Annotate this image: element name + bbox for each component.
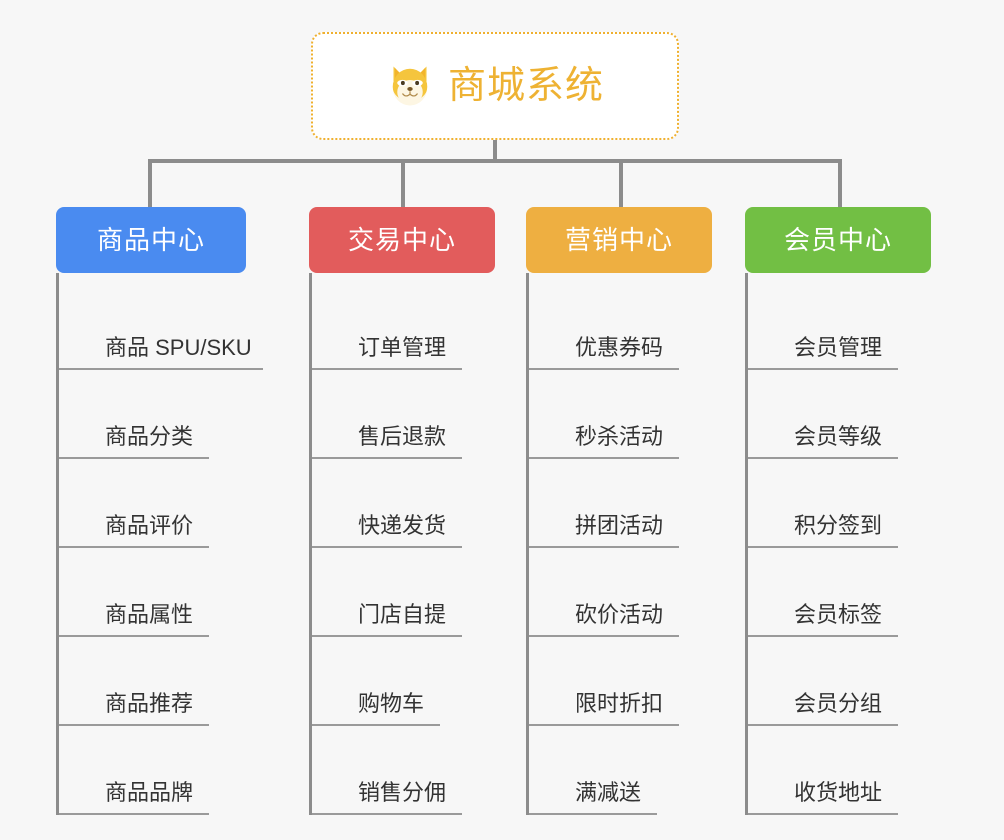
leaf-label: 满减送	[575, 779, 642, 805]
leaf-label: 会员管理	[794, 334, 883, 360]
leaf-label: 会员等级	[794, 423, 883, 449]
leaf-underline	[529, 724, 679, 726]
leaf-item[interactable]: 销售分佣	[312, 726, 495, 815]
leaf-label: 拼团活动	[575, 512, 664, 538]
leaf-label: 快递发货	[358, 512, 447, 538]
leaf-label: 销售分佣	[358, 779, 447, 805]
leaf-label: 售后退款	[358, 423, 447, 449]
leaf-label: 会员分组	[794, 690, 883, 716]
leaf-underline	[312, 635, 462, 637]
category-box-2[interactable]: 营销中心	[526, 207, 712, 273]
leaf-label: 会员标签	[794, 601, 883, 627]
leaf-label: 商品分类	[105, 423, 194, 449]
leaf-item[interactable]: 商品品牌	[59, 726, 246, 815]
category-label-3: 会员中心	[783, 225, 892, 255]
leaf-label: 商品评价	[105, 512, 194, 538]
leaf-underline	[748, 546, 898, 548]
connector-root-stem	[493, 140, 497, 162]
leaf-underline	[748, 813, 898, 815]
leaf-underline	[748, 368, 898, 370]
root-node-shop-system[interactable]: 商城系统	[311, 32, 679, 140]
connector-drop-branch-2	[619, 159, 623, 207]
leaf-underline	[59, 635, 209, 637]
leaf-item[interactable]: 积分签到	[748, 459, 931, 548]
leaf-label: 优惠券码	[575, 334, 664, 360]
branch-member-center: 会员中心 会员管理 会员等级 积分签到 会员标签 会员分组	[745, 207, 931, 815]
leaf-item[interactable]: 门店自提	[312, 548, 495, 637]
connector-drop-branch-0	[148, 159, 152, 207]
category-box-3[interactable]: 会员中心	[745, 207, 931, 273]
leaf-list-0: 商品 SPU/SKU 商品分类 商品评价 商品属性 商品推荐 商品品牌	[56, 273, 263, 815]
leaf-item[interactable]: 售后退款	[312, 370, 495, 459]
leaf-item[interactable]: 砍价活动	[529, 548, 712, 637]
leaf-label: 商品品牌	[105, 779, 194, 805]
leaf-item[interactable]: 商品 SPU/SKU	[59, 281, 263, 370]
leaf-underline	[312, 546, 462, 548]
category-box-0[interactable]: 商品中心	[56, 207, 246, 273]
leaf-underline	[59, 813, 209, 815]
leaf-label: 订单管理	[358, 334, 447, 360]
leaf-item[interactable]: 商品属性	[59, 548, 246, 637]
leaf-list-1: 订单管理 售后退款 快递发货 门店自提 购物车 销售分佣	[309, 273, 495, 815]
leaf-list-3: 会员管理 会员等级 积分签到 会员标签 会员分组 收货地址	[745, 273, 931, 815]
leaf-label: 商品推荐	[105, 690, 194, 716]
leaf-underline	[59, 368, 263, 370]
branch-trade-center: 交易中心 订单管理 售后退款 快递发货 门店自提 购物车	[309, 207, 495, 815]
leaf-item[interactable]: 满减送	[529, 726, 712, 815]
leaf-label: 秒杀活动	[575, 423, 664, 449]
root-node-title: 商城系统	[447, 65, 604, 107]
leaf-item[interactable]: 拼团活动	[529, 459, 712, 548]
category-label-2: 营销中心	[564, 225, 673, 255]
leaf-item[interactable]: 购物车	[312, 637, 495, 726]
leaf-underline	[529, 457, 679, 459]
category-box-1[interactable]: 交易中心	[309, 207, 495, 273]
leaf-item[interactable]: 商品分类	[59, 370, 246, 459]
leaf-underline	[312, 813, 462, 815]
leaf-item[interactable]: 会员分组	[748, 637, 931, 726]
leaf-underline	[59, 457, 209, 459]
category-label-0: 商品中心	[96, 225, 205, 255]
leaf-list-2: 优惠券码 秒杀活动 拼团活动 砍价活动 限时折扣 满减送	[526, 273, 712, 815]
leaf-label: 积分签到	[794, 512, 883, 538]
leaf-underline	[748, 724, 898, 726]
leaf-item[interactable]: 商品评价	[59, 459, 246, 548]
leaf-underline	[59, 546, 209, 548]
leaf-underline	[59, 724, 209, 726]
leaf-underline	[748, 635, 898, 637]
leaf-item[interactable]: 快递发货	[312, 459, 495, 548]
leaf-item[interactable]: 秒杀活动	[529, 370, 712, 459]
leaf-underline	[748, 457, 898, 459]
branch-marketing-center: 营销中心 优惠券码 秒杀活动 拼团活动 砍价活动 限时折扣	[526, 207, 712, 815]
connector-horizontal-bus	[148, 159, 842, 163]
leaf-label: 限时折扣	[575, 690, 664, 716]
leaf-item[interactable]: 会员等级	[748, 370, 931, 459]
category-label-1: 交易中心	[347, 225, 456, 255]
leaf-item[interactable]: 收货地址	[748, 726, 931, 815]
leaf-item[interactable]: 订单管理	[312, 281, 495, 370]
leaf-underline	[529, 368, 679, 370]
leaf-underline	[529, 635, 679, 637]
leaf-underline	[529, 546, 679, 548]
connector-drop-branch-3	[838, 159, 842, 207]
leaf-item[interactable]: 商品推荐	[59, 637, 246, 726]
leaf-underline	[312, 724, 440, 726]
shiba-dog-face-icon	[392, 66, 428, 106]
leaf-label: 商品 SPU/SKU	[105, 334, 252, 360]
leaf-underline	[312, 368, 462, 370]
leaf-label: 门店自提	[358, 601, 447, 627]
leaf-item[interactable]: 优惠券码	[529, 281, 712, 370]
leaf-item[interactable]: 会员标签	[748, 548, 931, 637]
leaf-label: 购物车	[358, 690, 425, 716]
connector-drop-branch-1	[401, 159, 405, 207]
leaf-item[interactable]: 会员管理	[748, 281, 931, 370]
leaf-label: 砍价活动	[575, 601, 664, 627]
leaf-item[interactable]: 限时折扣	[529, 637, 712, 726]
leaf-label: 收货地址	[794, 779, 883, 805]
branch-product-center: 商品中心 商品 SPU/SKU 商品分类 商品评价 商品属性 商品推荐	[56, 207, 263, 815]
leaf-underline	[529, 813, 657, 815]
leaf-label: 商品属性	[105, 601, 194, 627]
leaf-underline	[312, 457, 462, 459]
